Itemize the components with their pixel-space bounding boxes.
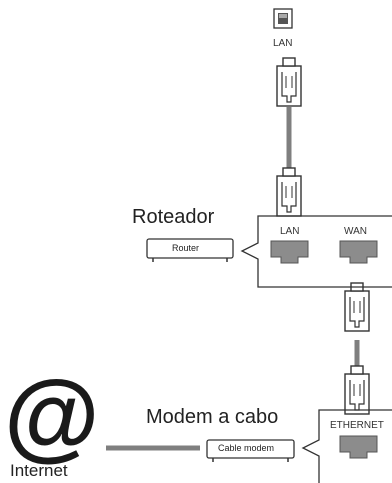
router-lan-label: LAN (280, 226, 300, 237)
router-lan-port (270, 240, 309, 264)
router-wan-label: WAN (344, 226, 367, 237)
modem-title: Modem a cabo (146, 406, 279, 428)
modem-box-label: Cable modem (218, 443, 275, 453)
rj45-connector-top (276, 57, 302, 107)
internet-label: Internet (10, 461, 68, 480)
router-title: Roteador (132, 206, 215, 228)
rj45-connector-router-wan (344, 282, 370, 332)
modem-panel (301, 409, 392, 483)
rj45-connector-router-lan (276, 167, 302, 217)
modem-ethernet-port (339, 435, 378, 459)
router-device-icon (146, 238, 234, 262)
rj45-connector-modem (344, 365, 370, 415)
router-panel (240, 215, 392, 288)
ethernet-label: ETHERNET (330, 420, 384, 431)
router-box-label: Router (172, 243, 200, 253)
lan-port-icon (273, 8, 293, 29)
cable-modem-icon (206, 439, 295, 462)
lan-top-label: LAN (273, 38, 293, 49)
router-wan-port (339, 240, 378, 264)
internet-at-icon: @ (4, 360, 100, 470)
